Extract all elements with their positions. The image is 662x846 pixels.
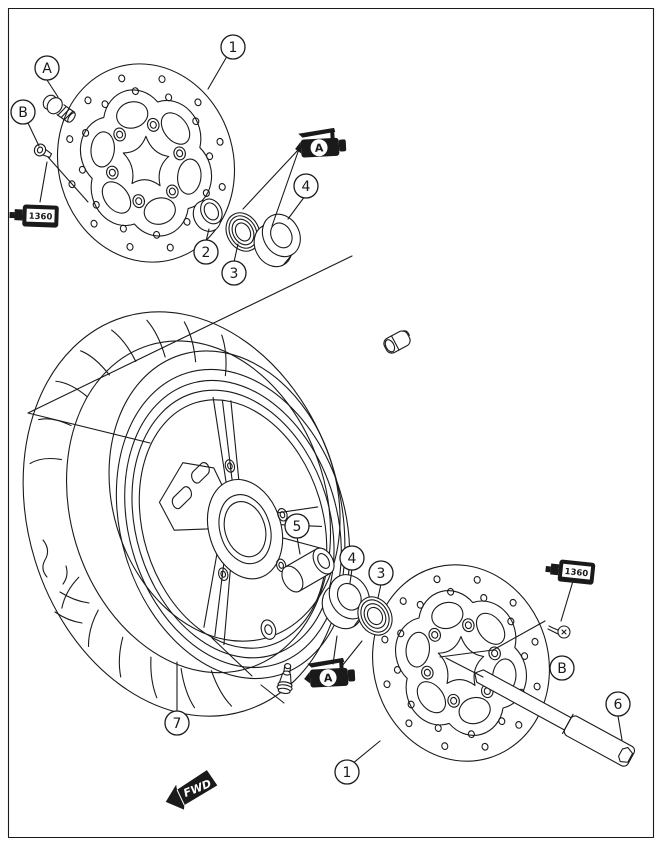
callout-3-bottom-label: 3 bbox=[377, 566, 386, 582]
leader-line bbox=[261, 685, 284, 703]
grease-icon-bottom: A bbox=[304, 657, 356, 688]
callout-4-bottom-label: 4 bbox=[348, 551, 357, 567]
screw-b-left bbox=[32, 142, 53, 161]
callout-6-label: 6 bbox=[614, 697, 623, 713]
thread-lock-label-left: 1360 bbox=[28, 212, 52, 223]
callout-1-bottom-label: 1 bbox=[343, 765, 352, 781]
callout-b-right-label: B bbox=[557, 661, 567, 677]
border-frame bbox=[9, 9, 654, 838]
leader-line bbox=[206, 229, 209, 241]
callout-1-bottom: 1 bbox=[334, 759, 360, 785]
spacer-2 bbox=[188, 194, 229, 236]
leader-line bbox=[378, 584, 381, 598]
valve-hole bbox=[259, 618, 278, 641]
callout-3-top: 3 bbox=[221, 260, 247, 286]
tire-tread-marks bbox=[0, 296, 335, 746]
leader-line bbox=[47, 80, 58, 97]
axle-hex-socket bbox=[617, 746, 634, 765]
callout-3-top-label: 3 bbox=[230, 266, 239, 282]
leader-line bbox=[333, 636, 337, 664]
callout-1-top-label: 1 bbox=[229, 40, 238, 56]
callout-7-label: 7 bbox=[173, 716, 182, 732]
thread-lock-1360-icon-right: 1360 bbox=[545, 559, 596, 585]
grease-icon-top: A bbox=[295, 127, 347, 158]
oil-seal-3-top bbox=[219, 207, 266, 257]
callout-b-right: B bbox=[549, 655, 575, 681]
callout-4-top-label: 4 bbox=[302, 179, 311, 195]
leader-line bbox=[234, 244, 238, 262]
callout-a: A bbox=[34, 55, 60, 81]
thread-lock-label-right: 1360 bbox=[564, 567, 589, 579]
axle-6 bbox=[469, 663, 636, 768]
bearing-4-bottom bbox=[312, 567, 380, 636]
leader-line bbox=[288, 196, 305, 219]
leader-line bbox=[272, 149, 299, 226]
bolt-a bbox=[40, 92, 78, 126]
callout-b-left: B bbox=[10, 99, 36, 125]
wheel-rim bbox=[80, 340, 387, 708]
callout-2: 2 bbox=[193, 239, 219, 265]
valve-stem bbox=[276, 663, 295, 695]
callout-7: 7 bbox=[164, 710, 190, 736]
callout-2-label: 2 bbox=[202, 245, 211, 261]
fwd-arrow: FWD bbox=[165, 770, 218, 810]
leader-line bbox=[352, 741, 380, 764]
callout-1-top: 1 bbox=[220, 34, 246, 60]
callout-3-bottom: 3 bbox=[368, 560, 394, 586]
tire-sidewall-marks bbox=[43, 540, 89, 623]
grease-letter-top: A bbox=[315, 141, 325, 154]
leader-line bbox=[342, 641, 362, 666]
leader-line bbox=[618, 716, 622, 740]
leader-line bbox=[561, 581, 573, 621]
screw-b-right bbox=[548, 626, 570, 638]
leader-line bbox=[350, 569, 352, 583]
wheel-hub bbox=[150, 438, 302, 600]
leader-line bbox=[28, 256, 352, 413]
leader-line bbox=[28, 413, 150, 443]
leader-lines bbox=[28, 58, 622, 764]
callout-6: 6 bbox=[605, 691, 631, 717]
leader-line bbox=[48, 157, 88, 202]
callout-5: 5 bbox=[284, 513, 310, 539]
callout-5-label: 5 bbox=[293, 519, 302, 535]
bearing-4-top bbox=[245, 208, 310, 274]
leader-line bbox=[28, 123, 39, 146]
center-spacer-5 bbox=[278, 544, 339, 595]
callout-4-top: 4 bbox=[293, 173, 319, 199]
callout-b-left-label: B bbox=[18, 105, 28, 121]
callout-4-bottom: 4 bbox=[339, 545, 365, 571]
callout-a-label: A bbox=[42, 61, 52, 77]
balance-weight-clip bbox=[382, 328, 413, 355]
leader-line bbox=[297, 537, 300, 554]
grease-letter-bottom: A bbox=[324, 671, 334, 684]
leader-line bbox=[440, 621, 545, 657]
leader-line bbox=[212, 638, 252, 676]
brake-disc-top bbox=[34, 43, 257, 283]
thread-lock-1360-icon-left: 1360 bbox=[9, 204, 59, 228]
leader-line bbox=[243, 149, 299, 209]
leader-line bbox=[446, 658, 483, 677]
leader-line bbox=[208, 58, 226, 89]
leader-line bbox=[40, 162, 47, 202]
oil-seal-3-bottom bbox=[351, 591, 399, 642]
